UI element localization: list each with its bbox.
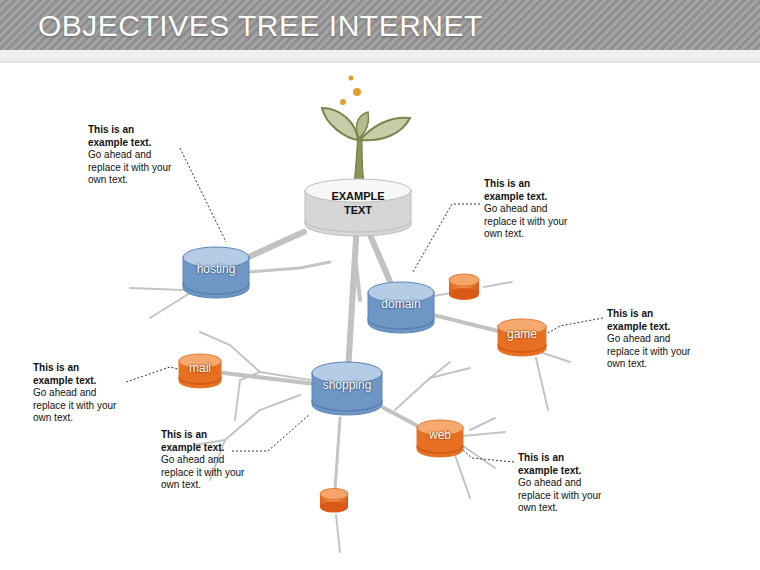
cylinder-node: web <box>416 419 464 457</box>
plant-illustration <box>322 76 410 186</box>
leader-lines <box>126 148 603 462</box>
cylinder-node: shopping <box>311 361 383 415</box>
callout-heading: This is an example text. <box>33 362 113 387</box>
cylinder-rim <box>368 319 434 329</box>
cylinder-rim <box>183 284 249 294</box>
node-label: web <box>429 428 451 442</box>
node-label: game <box>507 327 537 341</box>
callout-heading: This is an example text. <box>607 308 687 333</box>
node-label: hosting <box>197 262 236 276</box>
cylinder-node: EXAMPLE TEXT <box>304 178 412 236</box>
cylinder-rim <box>498 344 546 352</box>
callout-text: Go ahead and replace it with your own te… <box>518 477 614 515</box>
small-orange-cylinder <box>320 489 348 513</box>
callout-heading: This is an example text. <box>88 124 168 149</box>
callout-text: Go ahead and replace it with your own te… <box>33 387 129 425</box>
connector-layer <box>222 232 497 425</box>
node-label: shopping <box>323 378 372 392</box>
callout-heading: This is an example text. <box>518 452 598 477</box>
cylinder-node: hosting <box>182 246 250 298</box>
cylinder-rim <box>417 445 463 453</box>
tree-branch-connector <box>383 407 416 425</box>
cylinder-node: mail <box>178 353 222 388</box>
callout-heading: This is an example text. <box>484 178 564 203</box>
title-text: OBJECTIVES TREE INTERNET <box>38 9 483 43</box>
cylinder-rim <box>305 220 411 232</box>
cylinder-node: domain <box>367 281 435 333</box>
tree-branch-connector <box>435 315 497 330</box>
tree-branch-connector <box>371 236 390 281</box>
tree-branch-connector <box>250 232 304 257</box>
title-rule <box>0 62 760 63</box>
tree-branch-connector <box>222 373 311 384</box>
cylinder-rim <box>312 400 382 411</box>
cylinder-node: game <box>497 318 547 356</box>
cylinder-rim <box>179 377 221 384</box>
small-orange-cylinder <box>449 274 479 300</box>
title-shadow <box>0 50 760 62</box>
callout-text: Go ahead and replace it with your own te… <box>88 149 184 187</box>
node-label: mail <box>189 361 211 375</box>
tree-branch-connector <box>349 236 357 361</box>
title-bar <box>0 0 760 50</box>
callout-heading: This is an example text. <box>161 429 241 454</box>
callout-text: Go ahead and replace it with your own te… <box>484 203 580 241</box>
node-label: EXAMPLE TEXT <box>327 190 389 216</box>
callout-text: Go ahead and replace it with your own te… <box>161 454 257 492</box>
node-label: domain <box>381 297 420 311</box>
callout-text: Go ahead and replace it with your own te… <box>607 333 703 371</box>
